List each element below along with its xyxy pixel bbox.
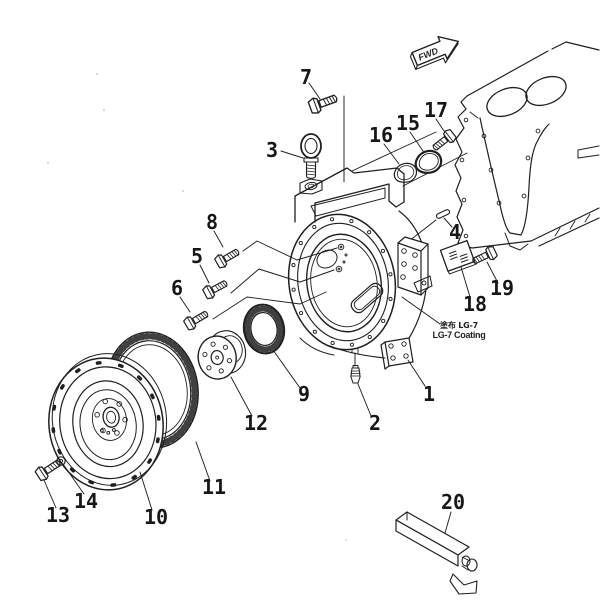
bolt-17 [429,127,458,155]
mounting-foot [380,337,414,370]
bolt-7 [306,89,340,116]
plug [350,365,361,384]
callout-6: 6 [171,276,183,300]
callout-8: 8 [206,210,218,234]
bar [395,511,478,595]
coating-note-jp: 塗布 LG-7 [440,320,478,330]
callout-4: 4 [449,220,461,244]
cover-plate [414,149,443,174]
mounting-block [397,236,433,296]
bolt-8 [213,244,243,270]
leader-lines [43,82,499,534]
gasket [393,162,418,183]
callout-18: 18 [463,292,487,316]
engine-block [454,41,600,251]
callout-1: 1 [423,382,435,406]
name-plate [439,239,477,275]
callout-labels: 1 2 3 4 5 6 7 8 9 10 11 12 13 14 15 16 1… [46,65,514,529]
cylinder-bore [486,75,567,118]
callout-17: 17 [424,98,448,122]
callout-3: 3 [266,138,278,162]
callout-13: 13 [46,503,70,527]
flywheel [48,353,168,491]
callout-15: 15 [396,111,420,135]
callout-2: 2 [369,411,381,435]
oil-seal [242,303,286,355]
coating-note: 塗布 LG-7 LG-7 Coating [433,320,486,340]
callout-5: 5 [191,244,203,268]
inner-screws [335,243,348,273]
fwd-arrow: FWD [409,35,460,70]
callout-12: 12 [244,411,268,435]
coating-note-en: LG-7 Coating [433,330,486,340]
bolt-5 [201,276,231,301]
bolt-6 [182,306,212,332]
callout-11: 11 [202,475,226,499]
callout-10: 10 [144,505,168,529]
hub [197,330,247,380]
dowel-pin [435,209,451,219]
callout-14: 14 [74,489,98,513]
callout-7: 7 [300,65,312,89]
callout-19: 19 [490,276,514,300]
washer [56,456,66,466]
bolt-19 [469,244,499,269]
callout-9: 9 [298,382,310,406]
scan-specks [47,73,347,541]
callout-16: 16 [369,123,393,147]
callout-20: 20 [441,490,465,514]
flywheel-housing [287,167,433,370]
eye-bolt [300,133,322,179]
